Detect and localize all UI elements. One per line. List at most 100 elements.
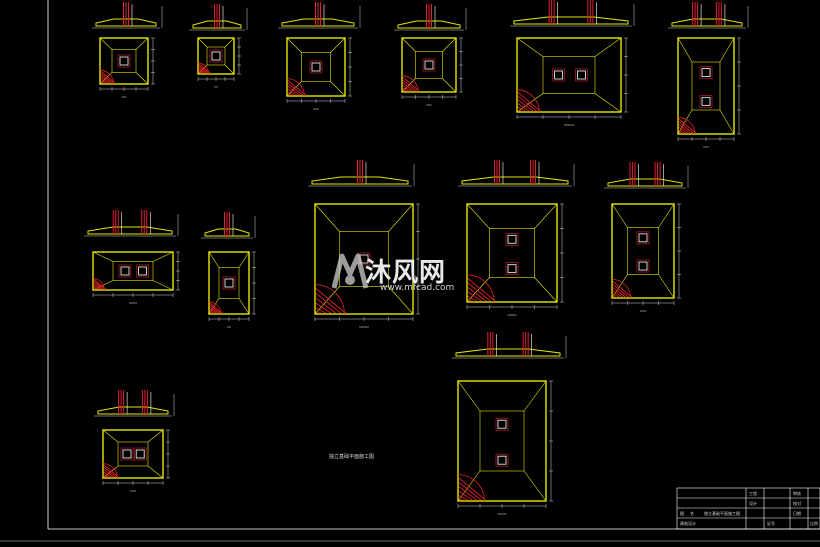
plan-step-outline xyxy=(479,410,525,472)
column-stirrup xyxy=(222,276,236,290)
rebar-hatch xyxy=(209,302,223,314)
footing-9 xyxy=(604,162,689,312)
plan-slope-line xyxy=(102,429,119,443)
column-stirrup xyxy=(505,232,519,246)
section-outline xyxy=(192,20,242,29)
rebar-hatch xyxy=(517,106,526,112)
column-section xyxy=(638,261,648,271)
section-outline xyxy=(455,348,561,357)
plan-outline xyxy=(208,251,250,315)
title-block-check-label: 校对 xyxy=(793,501,801,506)
plan-slope-line xyxy=(135,72,149,85)
rebar-hatch xyxy=(315,307,327,314)
rebar-hatch xyxy=(209,304,221,314)
plan-slope-line xyxy=(314,203,340,232)
plan-slope-line xyxy=(658,274,675,299)
column-stirrup xyxy=(118,264,132,278)
plan-slope-line xyxy=(330,37,346,53)
plan-slope-line xyxy=(197,37,208,48)
column-stirrup xyxy=(699,66,713,79)
column-section xyxy=(138,266,148,276)
column-section xyxy=(638,233,648,243)
rebar-hatch xyxy=(103,467,117,478)
plan-slope-line xyxy=(442,78,457,93)
plan-slope-line xyxy=(147,465,164,479)
rebar-hatch xyxy=(315,288,346,314)
plan-step-outline xyxy=(117,441,149,467)
section-outline xyxy=(513,16,629,25)
plan-slope-line xyxy=(611,203,628,228)
rebar-hatch xyxy=(612,287,626,298)
section-outline xyxy=(397,20,461,29)
plan-step-outline xyxy=(691,61,721,111)
footing-10 xyxy=(84,210,180,304)
column-section xyxy=(497,419,507,429)
rebar-arc xyxy=(99,69,115,85)
rebar-arc xyxy=(516,89,540,113)
plan-outline xyxy=(677,37,735,135)
column-stirrup xyxy=(120,447,134,461)
plan-step-outline xyxy=(301,52,331,82)
rebar-hatch xyxy=(458,486,477,501)
rebar-arc xyxy=(102,463,118,479)
rebar-arc xyxy=(457,474,485,502)
column-section xyxy=(211,51,221,61)
plan-slope-line xyxy=(611,274,628,299)
rebar-hatch xyxy=(93,286,99,290)
watermark-icon xyxy=(331,253,369,289)
rebar-hatch xyxy=(93,279,106,290)
column-section xyxy=(497,455,507,465)
footing-5 xyxy=(510,0,635,126)
plan-slope-line xyxy=(388,286,414,315)
rebar-hatch xyxy=(93,281,104,290)
rebar-hatch xyxy=(198,70,203,74)
rebar-hatch xyxy=(402,79,417,92)
plan-outline xyxy=(401,37,457,93)
rebar-hatch xyxy=(612,290,623,298)
plan-slope-line xyxy=(92,251,114,262)
rebar-hatch xyxy=(287,80,306,96)
plan-step-outline xyxy=(111,49,137,73)
plan-slope-line xyxy=(594,93,622,113)
plan-slope-line xyxy=(99,37,113,50)
title-block-date-label: 日期 xyxy=(793,511,801,516)
rebar-hatch xyxy=(100,71,116,84)
rebar-hatch xyxy=(458,490,473,501)
rebar-hatch xyxy=(678,121,694,134)
section-outline xyxy=(281,18,355,27)
plan-outline xyxy=(99,37,149,85)
title-block-scale-label: 比例 xyxy=(810,521,818,526)
rebar-hatch xyxy=(517,103,530,112)
plan-slope-line xyxy=(238,251,250,268)
title-block-design-label: 设计 xyxy=(749,501,757,506)
plan-slope-line xyxy=(147,429,164,443)
rebar-hatch xyxy=(198,65,209,74)
plan-slope-line xyxy=(457,380,481,412)
plan-outline xyxy=(457,380,547,502)
rebar-hatch xyxy=(315,297,336,314)
rebar-arc xyxy=(208,301,222,315)
title-block-drawing-name: 独立基础平面施工图 xyxy=(704,511,740,516)
plan-outline xyxy=(92,251,174,291)
rebar-hatch xyxy=(467,291,482,302)
title-block-review-label: 审核 xyxy=(793,491,801,496)
footing-4 xyxy=(394,4,467,106)
column-section xyxy=(507,264,517,274)
plan-step-outline xyxy=(415,51,443,79)
plan-slope-line xyxy=(523,380,547,412)
plan-step-outline xyxy=(627,227,659,275)
watermark-logo xyxy=(330,250,490,300)
rebar-hatch xyxy=(612,293,620,298)
plan-slope-line xyxy=(388,203,414,232)
footing-2 xyxy=(189,4,248,88)
rebar-hatch xyxy=(517,99,534,112)
rebar-arc xyxy=(314,284,345,315)
plan-outline xyxy=(314,203,414,315)
plan-slope-line xyxy=(466,203,490,229)
column-section xyxy=(554,70,563,80)
column-stirrup xyxy=(699,95,713,108)
rebar-hatch xyxy=(287,85,300,96)
plan-step-outline xyxy=(542,56,596,94)
title-block xyxy=(676,487,820,530)
section-outline xyxy=(311,176,409,185)
